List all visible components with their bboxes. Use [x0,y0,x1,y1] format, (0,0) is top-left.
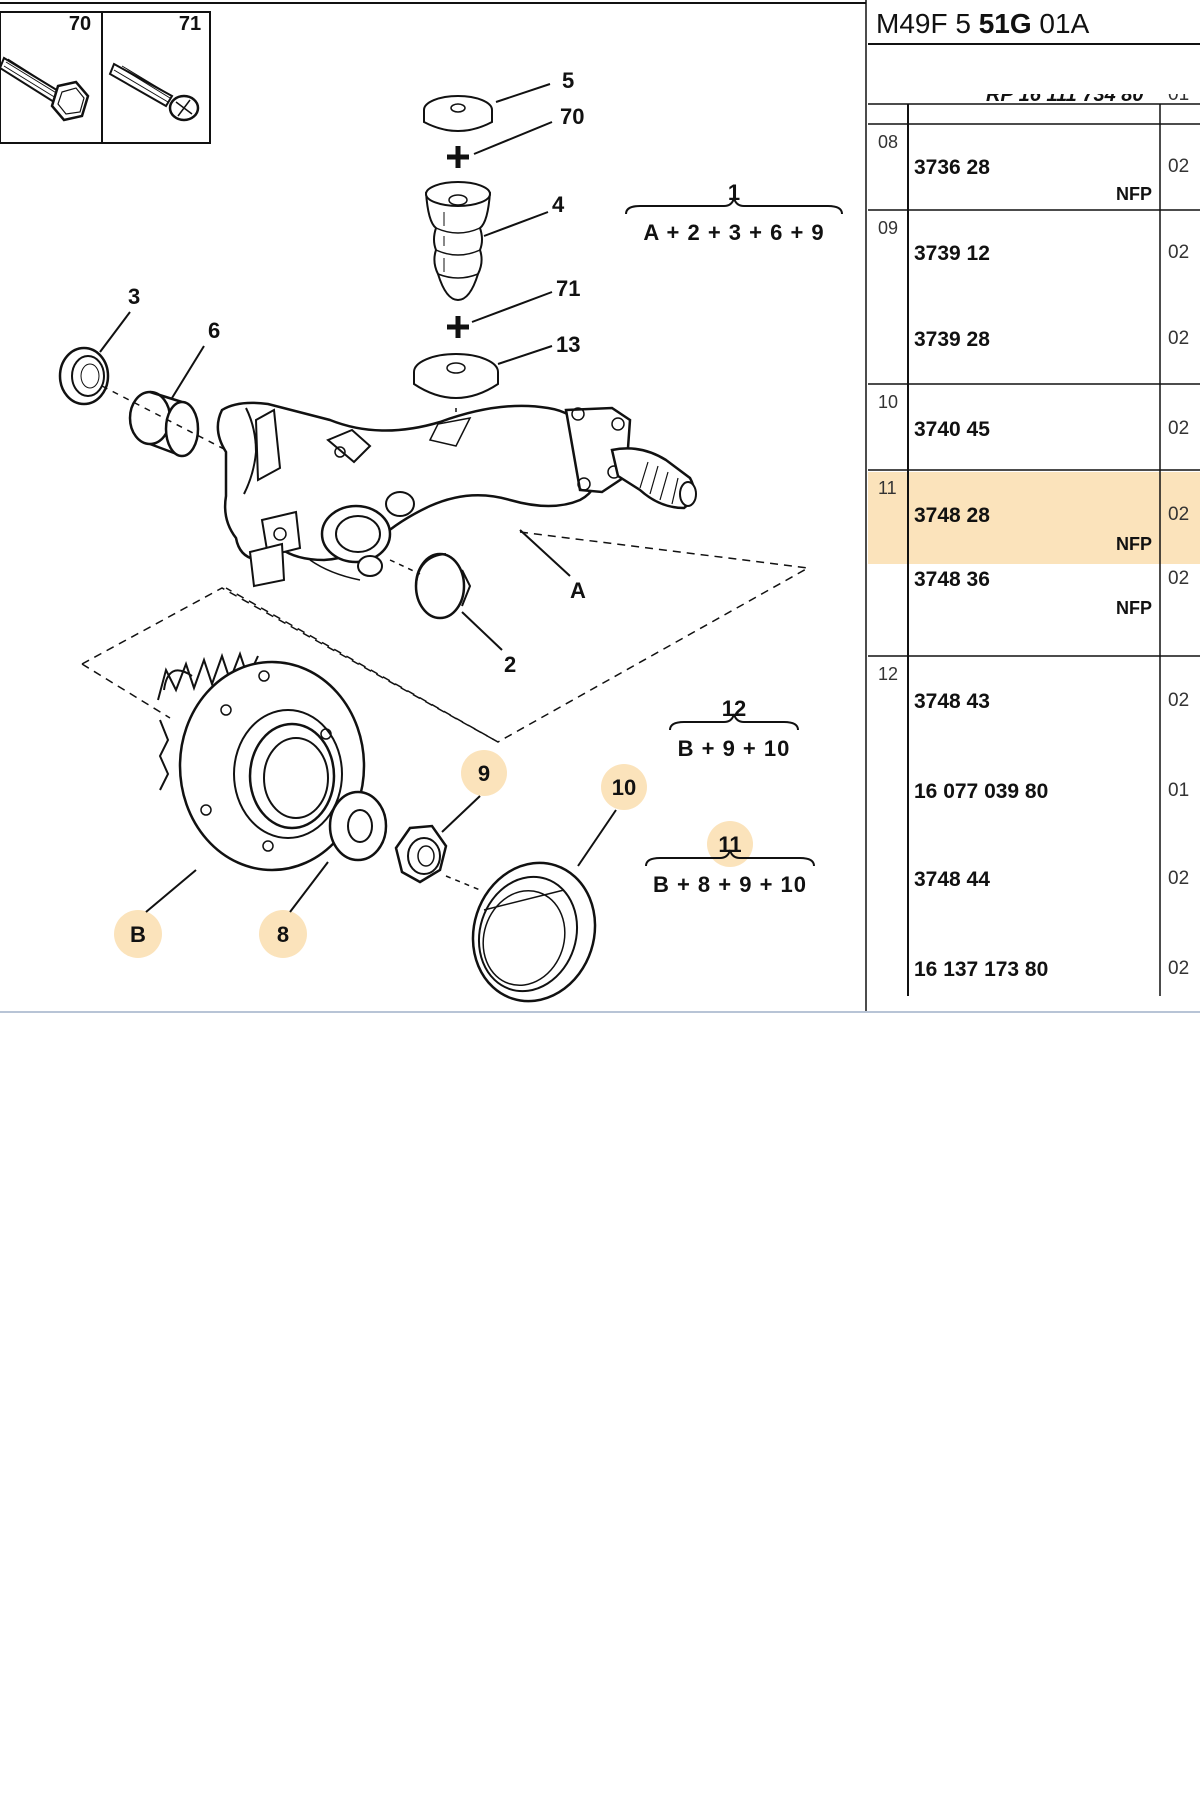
callout-3: 3 [128,284,140,309]
assembly-B-outline [81,587,499,743]
callout-8-highlight [259,910,307,958]
bush-part-6 [101,385,227,458]
assembly-1-outline [225,531,811,743]
partial-top-row: RP 16 111 734 80 [986,94,1144,112]
assembly-11: 11 B + 8 + 9 + 10 [645,832,815,897]
washer-part-8 [328,790,388,862]
group-number: 09 [878,218,899,238]
page-reference-suffix: 01A [1031,8,1090,39]
partial-top-part: RP 16 111 734 80 [986,94,1144,106]
part-number[interactable]: 16 137 173 80 [914,958,1049,981]
part-quantity: 02 [1168,690,1190,711]
assembly-12: 12 B + 9 + 10 [669,696,799,761]
countersunk-screw-icon [108,62,200,122]
callout-8: 8 [277,922,289,947]
callout-B-highlight [114,910,162,958]
callout-71: 71 [556,276,580,301]
rubber-cap-part-5 [423,95,493,132]
inset-70: 70 [0,11,103,144]
group-number: 11 [878,478,897,498]
part-quantity: 02 [1168,504,1190,525]
callout-13: 13 [556,332,580,357]
part-number[interactable]: 3739 28 [914,328,990,351]
plus-icon [447,146,469,168]
part-quantity: 02 [1168,868,1190,889]
parts-catalog-page: 70 71 [0,0,1200,1013]
seat-plate-part-13 [413,353,499,430]
callout-9-highlight [461,750,507,796]
plus-icon [447,316,469,338]
part-quantity: 02 [1168,418,1190,439]
callout-10: 10 [612,775,636,800]
assembly-12-formula: B + 9 + 10 [678,736,791,761]
callout-5: 5 [562,68,574,93]
callout-9: 9 [478,761,490,786]
page-reference-bold: 51G [978,8,1032,39]
parts-table-grid [868,43,1200,1013]
bump-stop-part-4 [425,181,491,302]
inset-70-label: 70 [69,13,91,35]
part-number[interactable]: 3748 28 [914,504,990,527]
inset-71: 71 [101,11,211,144]
assembly-11-number: 11 [718,832,741,857]
partial-top-qty-cell: 01 [1168,94,1189,112]
nut-part-9 [394,824,481,891]
part-quantity: 02 [1168,958,1190,979]
part-number[interactable]: 3736 28 [914,156,990,179]
partial-top-qty: 01 [1168,94,1190,105]
assembly-1: 1 A + 2 + 3 + 6 + 9 [625,180,843,245]
assembly-12-number: 12 [722,696,746,721]
page-reference: M49F 5 51G 01A [876,8,1089,40]
row-highlight-group-11 [868,472,1200,564]
callout-B: B [130,922,146,947]
exploded-diagram: 70 71 [0,0,868,1013]
part-quantity: 02 [1168,242,1190,263]
part-quantity: 02 [1168,156,1190,177]
assembly-1-number: 1 [728,180,740,205]
part-quantity: 02 [1168,568,1190,589]
parts-list-panel: M49F 5 51G 01A RP 16 111 734 80 01 08 37… [868,0,1200,1013]
part-quantity: 02 [1168,328,1190,349]
assembly-11-formula: B + 8 + 9 + 10 [653,872,807,897]
part-number[interactable]: 3748 43 [914,690,990,713]
part-number[interactable]: 3748 44 [914,868,990,891]
callout-10-highlight [601,764,647,810]
hex-bolt-icon [0,56,90,122]
callout-6: 6 [208,318,220,343]
part-number[interactable]: 3740 45 [914,418,990,441]
callout-2: 2 [504,652,516,677]
leader-lines [99,83,617,913]
nfp-note: NFP [1116,184,1152,204]
trailing-arm-part-A [216,401,697,588]
part-quantity: 01 [1168,780,1190,801]
group-number: 08 [878,132,899,152]
hub-cap-part-10 [471,861,597,1003]
inset-71-label: 71 [179,13,201,35]
part-number[interactable]: 3739 12 [914,242,990,265]
assembly-1-formula: A + 2 + 3 + 6 + 9 [643,220,824,245]
group-number: 12 [878,664,899,684]
hub-part-B [157,651,366,872]
part-number[interactable]: 3748 36 [914,568,990,591]
callout-11-highlight [707,821,753,867]
group-number: 10 [878,392,899,412]
part-number[interactable]: 16 077 039 80 [914,780,1049,803]
callout-A: A [570,578,586,603]
nfp-note: NFP [1116,598,1152,618]
nfp-note: NFP [1116,534,1152,554]
plug-part-2 [389,552,472,620]
seal-part-3 [58,346,110,406]
callout-4: 4 [552,192,565,217]
callout-70: 70 [560,104,584,129]
page-reference-prefix: M49F 5 [876,8,979,39]
